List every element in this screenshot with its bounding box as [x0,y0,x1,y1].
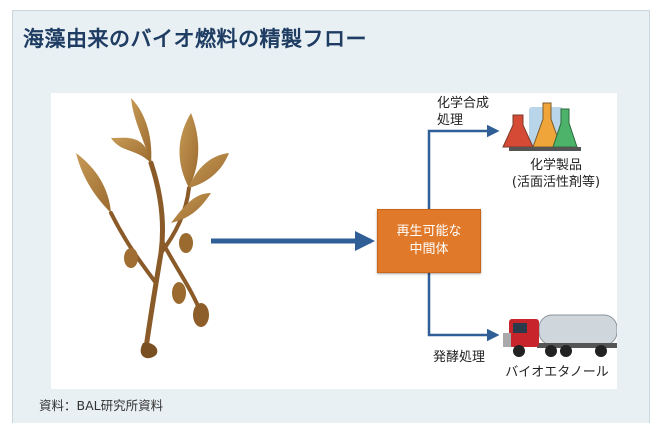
lower-product-label: バイオエタノール [505,365,609,380]
lower-branch-arrow [427,273,500,342]
figure-title: 海藻由来のバイオ燃料の精製フロー [23,27,367,51]
upper-product-label: 化学製品 (活面活性剤等) [511,158,601,190]
source-caption: 資料：BAL研究所資料 [39,398,164,413]
diagram-canvas: 化学合成 処理 化学製品 (活面活性剤等) 再生可能な 中間体 発酵処理 バイオ… [51,93,617,389]
upper-branch-arrow [427,124,500,209]
tanker-truck-icon [503,314,617,357]
diagram-graphics [76,98,617,359]
figure-panel: 海藻由来のバイオ燃料の精製フロー [12,10,650,423]
flask-icon [502,102,581,151]
seaweed-illustration [76,98,229,359]
lower-process-label: 発酵処理 [433,350,486,365]
upper-process-label: 化学合成 処理 [437,96,490,128]
intermediate-box: 再生可能な 中間体 [377,209,481,273]
